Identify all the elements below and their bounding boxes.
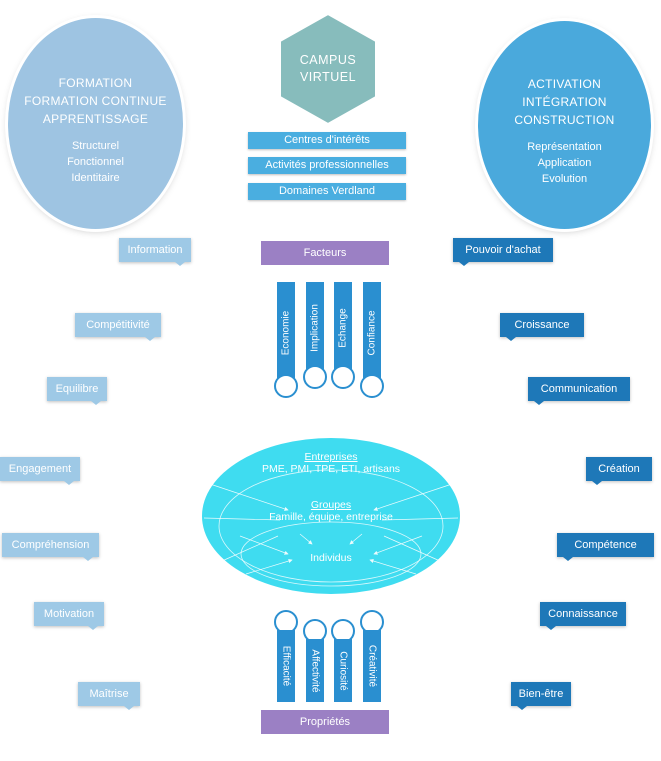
tag-engagement-label: Engagement xyxy=(8,463,72,475)
tag-equilibre-label: Equilibre xyxy=(55,383,99,395)
ellipse-outer-title: Entreprises xyxy=(304,451,358,463)
tag-competitivite: Compétitivité xyxy=(75,313,161,341)
pillar-affectivite-label: Affectivité xyxy=(309,648,321,693)
tag-pouvoir-achat-label: Pouvoir d'achat xyxy=(465,244,541,256)
pillar-implication: Implication xyxy=(306,282,324,374)
box-domaines-verdland: Domaines Verdland xyxy=(248,183,406,200)
ring-confiance xyxy=(360,374,384,398)
pillar-implication-label: Implication xyxy=(309,304,321,352)
pillar-curiosite: Curiosité xyxy=(334,639,352,702)
right-circle-sub-2: Application xyxy=(537,157,592,169)
right-circle: ACTIVATION INTÉGRATION CONSTRUCTION Repr… xyxy=(478,21,651,229)
tag-creation: Création xyxy=(586,457,652,485)
left-circle-title-1: FORMATION xyxy=(58,76,133,90)
right-circle-title-3: CONSTRUCTION xyxy=(514,113,615,127)
tag-bien-etre-label: Bien-être xyxy=(518,688,564,700)
pillar-confiance-label: Confiance xyxy=(366,310,378,356)
ring-echange xyxy=(331,365,355,389)
left-circle-title-3: APPRENTISSAGE xyxy=(42,112,149,126)
pillar-creativite-label: Créativité xyxy=(366,644,378,688)
campus-hexagon: CAMPUS VIRTUEL xyxy=(279,12,377,126)
right-circle-sub-1: Représentation xyxy=(527,141,602,153)
ellipse-outer-sub: PME, PMI, TPE, ETI, artisans xyxy=(261,463,401,475)
properties-label: Propriétés xyxy=(261,710,389,734)
pillar-efficacite: Efficacité xyxy=(277,630,295,702)
right-circle-sub-3: Evolution xyxy=(541,173,588,185)
tag-communication: Communication xyxy=(528,377,630,405)
pillar-affectivite: Affectivité xyxy=(306,639,324,702)
hexagon-line-2: VIRTUEL xyxy=(299,70,357,84)
pillar-efficacite-label: Efficacité xyxy=(280,645,292,687)
tag-connaissance: Connaissance xyxy=(540,602,626,630)
left-circle-sub-1: Structurel xyxy=(71,140,120,152)
hexagon-shape xyxy=(279,12,377,126)
pillar-curiosite-label: Curiosité xyxy=(337,650,349,691)
tag-motivation: Motivation xyxy=(34,602,104,630)
tag-pouvoir-achat: Pouvoir d'achat xyxy=(453,238,553,266)
tag-croissance-label: Croissance xyxy=(514,319,570,331)
tag-comprehension-label: Compréhension xyxy=(11,539,90,551)
tag-connaissance-label: Connaissance xyxy=(548,608,618,620)
ring-implication xyxy=(303,365,327,389)
pillar-economie: Economie xyxy=(277,282,295,384)
left-circle-sub-3: Identitaire xyxy=(71,172,120,184)
tag-bien-etre: Bien-être xyxy=(511,682,571,710)
tag-communication-label: Communication xyxy=(540,383,618,395)
tag-comprehension: Compréhension xyxy=(2,533,99,561)
ellipse-middle-sub: Famille, équipe, entreprise xyxy=(269,511,393,523)
left-circle-title-2: FORMATION CONTINUE xyxy=(24,94,167,108)
tag-croissance: Croissance xyxy=(500,313,584,341)
ellipse-inner-title: Individus xyxy=(310,552,352,564)
left-circle: FORMATION FORMATION CONTINUE APPRENTISSA… xyxy=(8,18,183,229)
right-circle-title-1: ACTIVATION xyxy=(527,77,602,91)
box-centres-interets: Centres d'intérêts xyxy=(248,132,406,149)
box-activites-professionnelles: Activités professionnelles xyxy=(248,157,406,174)
tag-equilibre: Equilibre xyxy=(47,377,107,405)
right-circle-title-2: INTÉGRATION xyxy=(522,95,607,109)
pillar-confiance: Confiance xyxy=(363,282,381,384)
ring-economie xyxy=(274,374,298,398)
pillar-echange-label: Echange xyxy=(337,308,349,348)
hexagon-line-1: CAMPUS xyxy=(299,53,357,67)
tag-information-label: Information xyxy=(127,244,183,256)
tag-maitrise-label: Maîtrise xyxy=(89,688,129,700)
pillar-economie-label: Economie xyxy=(280,310,292,356)
tag-information: Information xyxy=(119,238,191,266)
tag-motivation-label: Motivation xyxy=(43,608,95,620)
left-circle-sub-2: Fonctionnel xyxy=(67,156,124,168)
tag-maitrise: Maîtrise xyxy=(78,682,140,710)
tag-competence: Compétence xyxy=(557,533,654,561)
tag-competitivite-label: Compétitivité xyxy=(86,319,150,331)
factors-label: Facteurs xyxy=(261,241,389,265)
pillar-creativite: Créativité xyxy=(363,630,381,702)
ellipse-middle-title: Groupes xyxy=(310,499,352,511)
tag-competence-label: Compétence xyxy=(574,539,637,551)
tag-creation-label: Création xyxy=(598,463,640,475)
pillar-echange: Echange xyxy=(334,282,352,374)
audience-ellipse xyxy=(202,438,460,594)
tag-engagement: Engagement xyxy=(0,457,80,485)
